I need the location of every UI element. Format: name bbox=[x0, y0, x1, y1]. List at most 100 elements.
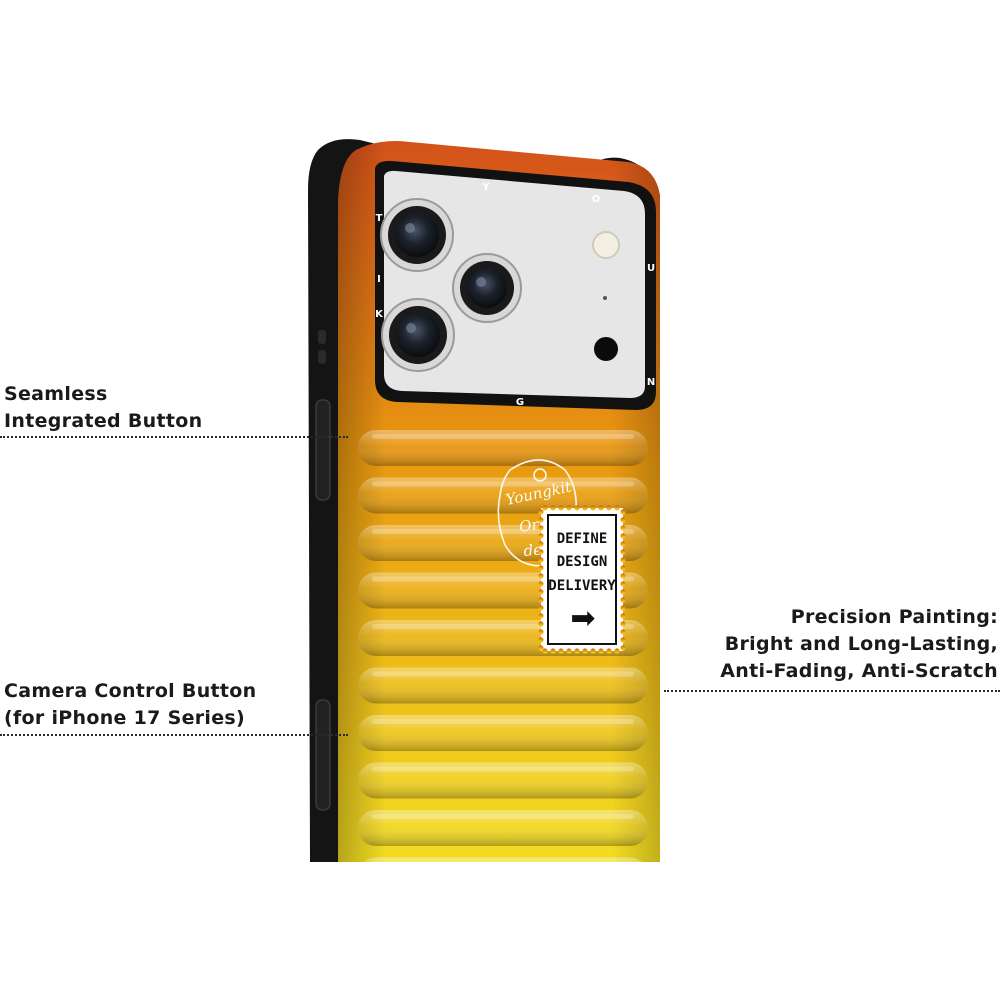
stamp-perforation bbox=[538, 525, 544, 531]
stamp-perforation bbox=[620, 589, 626, 595]
callout-line: (for iPhone 17 Series) bbox=[4, 707, 246, 729]
ridge bbox=[358, 762, 648, 799]
stamp-perforation bbox=[620, 613, 626, 619]
callout-line: Anti-Fading, Anti-Scratch bbox=[720, 660, 998, 682]
leader-line bbox=[0, 436, 348, 438]
ridge bbox=[358, 857, 648, 862]
stamp-perforation bbox=[538, 589, 544, 595]
stamp-perforation bbox=[620, 517, 626, 523]
stamp-perforation bbox=[550, 505, 556, 511]
stamp-perforation bbox=[620, 597, 626, 603]
stamp-perforation bbox=[538, 541, 544, 547]
lens-bottom bbox=[381, 298, 455, 372]
stamp-perforation bbox=[566, 648, 572, 654]
stamp-perforation bbox=[620, 525, 626, 531]
ridge-highlight bbox=[372, 671, 634, 677]
stamp-perforation bbox=[558, 648, 564, 654]
ridge bbox=[358, 715, 648, 751]
stamp-perforation bbox=[538, 637, 544, 643]
ridge-highlight bbox=[372, 766, 634, 772]
stamp-perforation bbox=[538, 605, 544, 611]
ridge-highlight bbox=[372, 434, 634, 439]
stamp-perforation bbox=[538, 581, 544, 587]
ring-letter: T bbox=[376, 213, 383, 224]
arrow-icon: ➡ bbox=[570, 601, 595, 636]
stamp-perforation bbox=[620, 509, 626, 515]
stamp-perforation bbox=[566, 505, 572, 511]
ring-letter: Y bbox=[481, 182, 490, 193]
stamp-sticker: DEFINE DESIGN DELIVERY ➡ bbox=[538, 505, 626, 654]
stamp-perforation bbox=[550, 648, 556, 654]
lens-top bbox=[380, 198, 454, 272]
stamp-perforation bbox=[620, 581, 626, 587]
sticker-text: DESIGN bbox=[557, 554, 608, 570]
integrated-button bbox=[315, 399, 331, 501]
stamp-perforation bbox=[538, 621, 544, 627]
stamp-perforation bbox=[620, 573, 626, 579]
ring-letter: U bbox=[647, 263, 655, 274]
stamp-perforation bbox=[620, 645, 626, 651]
stamp-perforation bbox=[542, 648, 548, 654]
camera-control-button bbox=[315, 699, 331, 811]
ridge-highlight bbox=[372, 719, 634, 724]
stamp-perforation bbox=[620, 557, 626, 563]
stamp-perforation bbox=[538, 573, 544, 579]
lidar-sensor bbox=[594, 337, 618, 361]
stamp-perforation bbox=[538, 645, 544, 651]
stamp-perforation bbox=[620, 605, 626, 611]
callout-line: Bright and Long-Lasting, bbox=[724, 633, 998, 655]
stamp-perforation bbox=[614, 505, 620, 511]
ridge bbox=[358, 810, 648, 846]
stamp-perforation bbox=[614, 648, 620, 654]
stamp-perforation bbox=[538, 613, 544, 619]
callout-camera-control: Camera Control Button (for iPhone 17 Ser… bbox=[4, 678, 256, 732]
stamp-perforation bbox=[620, 629, 626, 635]
stamp-perforation bbox=[582, 505, 588, 511]
stamp-perforation bbox=[620, 533, 626, 539]
stamp-perforation bbox=[620, 541, 626, 547]
stamp-perforation bbox=[538, 533, 544, 539]
stamp-perforation bbox=[538, 565, 544, 571]
ridge bbox=[358, 667, 648, 704]
ring-letter: I bbox=[377, 274, 381, 285]
ridge bbox=[358, 430, 648, 466]
stamp-perforation bbox=[538, 557, 544, 563]
microphone-hole bbox=[603, 296, 607, 300]
ring-letter: K bbox=[375, 309, 384, 320]
ring-letter: O bbox=[592, 194, 601, 205]
stamp-perforation bbox=[606, 505, 612, 511]
stamp-perforation bbox=[598, 648, 604, 654]
lens-middle bbox=[452, 253, 522, 323]
ridge-highlight bbox=[372, 814, 634, 819]
stamp-perforation bbox=[542, 505, 548, 511]
stamp-perforation bbox=[620, 637, 626, 643]
stamp-perforation bbox=[538, 549, 544, 555]
stamp-perforation bbox=[582, 648, 588, 654]
stamp-perforation bbox=[598, 505, 604, 511]
stamp-perforation bbox=[558, 505, 564, 511]
stamp-perforation bbox=[620, 549, 626, 555]
stamp-perforation bbox=[590, 505, 596, 511]
stamp-perforation bbox=[620, 621, 626, 627]
callout-line: Integrated Button bbox=[4, 410, 203, 432]
callout-line: Camera Control Button bbox=[4, 680, 257, 702]
flash bbox=[592, 231, 620, 259]
stamp-perforation bbox=[538, 509, 544, 515]
stamp-perforation bbox=[574, 505, 580, 511]
ring-letter: G bbox=[516, 397, 524, 408]
ring-letter: N bbox=[647, 377, 655, 388]
stamp-perforation bbox=[590, 648, 596, 654]
camera-module: Y O U N G K I T bbox=[375, 160, 656, 410]
stamp-perforation bbox=[538, 517, 544, 523]
ridge-highlight bbox=[372, 861, 634, 862]
stamp-perforation bbox=[606, 648, 612, 654]
sticker-text: DELIVERY bbox=[548, 578, 616, 594]
callout-precision-painting: Precision Painting: Bright and Long-Last… bbox=[720, 604, 998, 685]
stamp-perforation bbox=[620, 565, 626, 571]
stamp-perforation bbox=[574, 648, 580, 654]
callout-line: Precision Painting: bbox=[790, 606, 998, 628]
callout-seamless-button: Seamless Integrated Button bbox=[4, 381, 202, 435]
leader-line bbox=[0, 734, 348, 736]
sticker-text: DEFINE bbox=[557, 531, 608, 547]
